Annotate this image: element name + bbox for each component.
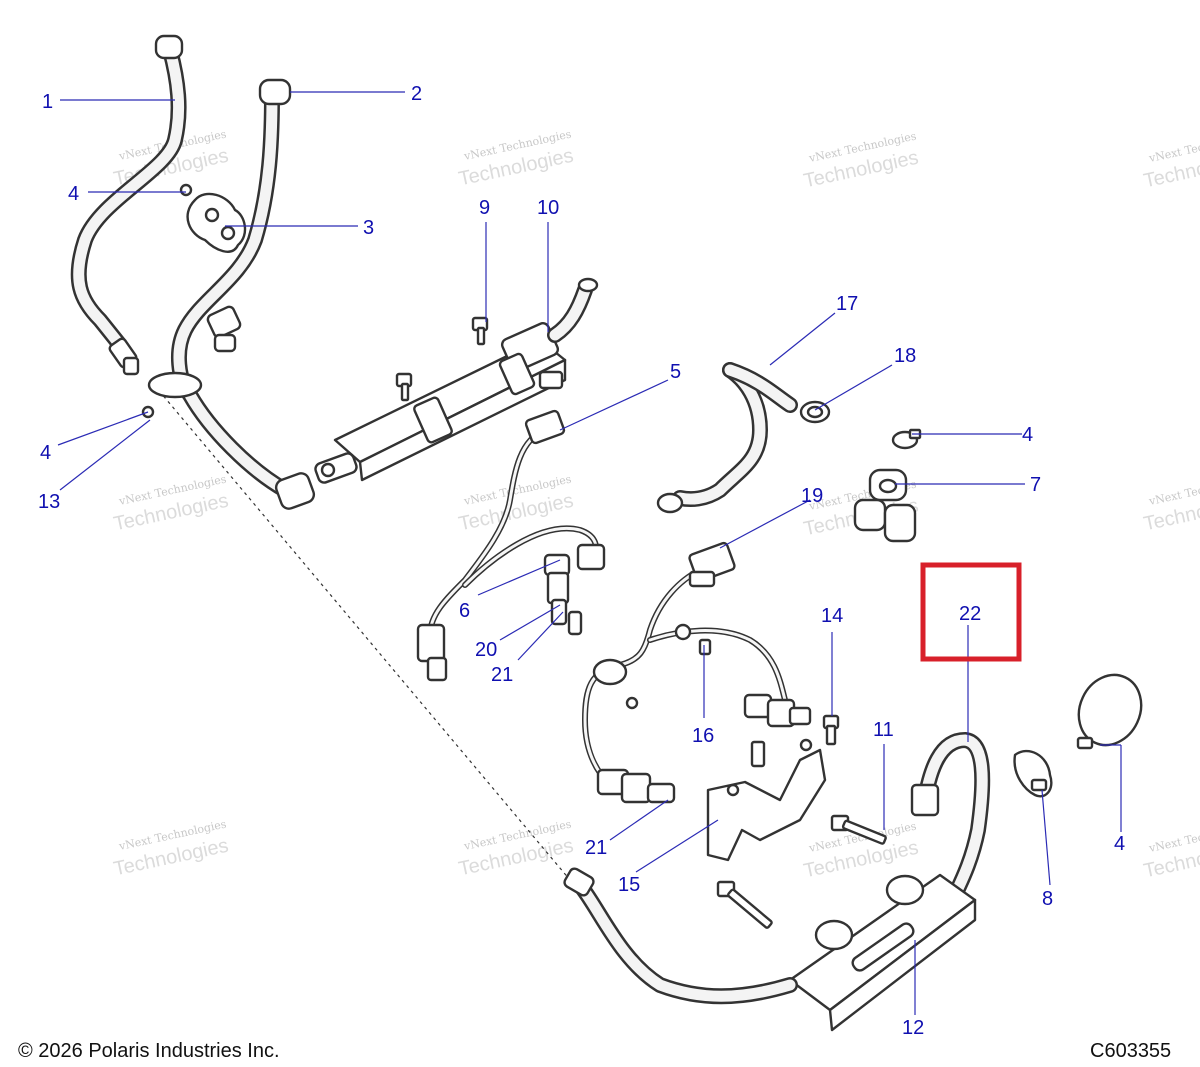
callout-4-right-bottom[interactable]: 4 [1114,833,1125,855]
callout-4-top[interactable]: 4 [68,183,79,205]
hose-17 [656,362,798,514]
callout-13[interactable]: 13 [38,491,60,513]
callout-10[interactable]: 10 [537,197,559,219]
wiring-harness-lower [582,541,788,788]
callout-15[interactable]: 15 [618,874,640,896]
hose-clamp-18 [799,400,831,424]
mounting-bracket-15 [706,738,827,862]
bolt-9b [395,372,413,402]
callout-11[interactable]: 11 [873,719,894,741]
clip-top [179,183,193,197]
callout-labels: 1 2 3 4 4 13 9 10 5 17 18 4 7 19 6 20 21… [38,83,1125,1039]
bolt-14 [822,714,840,746]
cable-tie-upper [891,428,922,450]
highlight-box-22 [920,562,1022,662]
leader-lines [57,91,1122,1015]
copyright-text: © 2026 Polaris Industries Inc. [18,1040,280,1062]
callout-14[interactable]: 14 [821,605,843,627]
diagram-code: C603355 [1090,1040,1171,1062]
callout-22[interactable]: 22 [959,603,981,625]
callout-2[interactable]: 2 [411,83,422,105]
callout-3[interactable]: 3 [363,217,374,239]
callout-17[interactable]: 17 [836,293,858,315]
callout-6[interactable]: 6 [459,600,470,622]
callout-20[interactable]: 20 [475,639,497,661]
multi-clip-7 [853,468,917,543]
callout-8[interactable]: 8 [1042,888,1053,910]
fuel-crossover-tube-22 [910,732,991,903]
callout-19[interactable]: 19 [801,485,823,507]
callout-4-right-top[interactable]: 4 [1022,424,1033,446]
callout-1[interactable]: 1 [42,91,53,113]
callout-9[interactable]: 9 [479,197,490,219]
callout-21-lower[interactable]: 21 [585,837,607,859]
callout-21-upper[interactable]: 21 [491,664,513,686]
cable-tie-lower [1076,673,1143,750]
bolt-11 [830,814,887,845]
fuel-line-left [70,34,187,376]
fuel-injector-lower-left [596,768,676,804]
callout-12[interactable]: 12 [902,1017,924,1039]
wiring-harness-upper [416,409,606,682]
bolt-9 [471,316,489,346]
callout-7[interactable]: 7 [1030,474,1041,496]
callout-16[interactable]: 16 [692,725,714,747]
fuel-injector-lower-mid [698,638,812,728]
fuel-rail-lower-12 [563,867,977,1032]
callout-5[interactable]: 5 [670,361,681,383]
protective-boot-8 [1013,749,1053,798]
bolt-11b [716,880,773,929]
fuel-line-right [147,78,316,510]
callout-18[interactable]: 18 [894,345,916,367]
grommet [186,192,247,253]
fuel-injector-upper [543,553,583,636]
fuel-rail-upper [314,277,599,484]
callout-4-left[interactable]: 4 [40,442,51,464]
